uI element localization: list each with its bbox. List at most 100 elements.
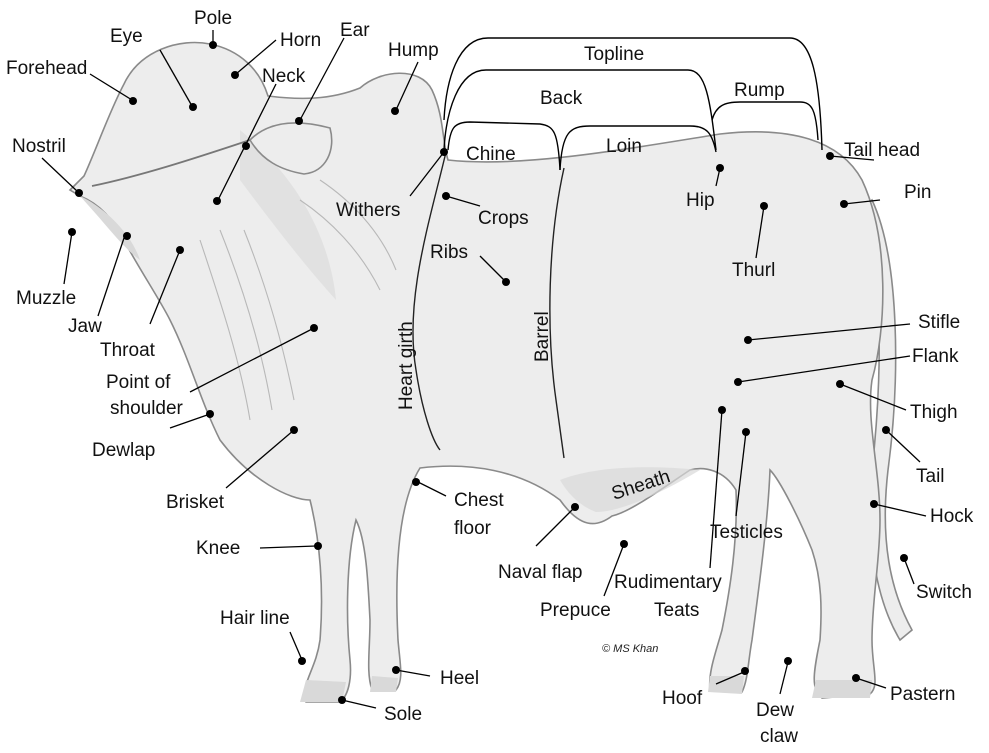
label-flank: Flank [912,346,959,367]
label-chine: Chine [466,144,516,165]
label-prepuce: Prepuce [540,600,611,621]
label-pin: Pin [904,182,931,203]
dot-ear [295,117,303,125]
label-navalflap: Naval flap [498,562,583,583]
leader-switch [904,558,914,584]
label-knee: Knee [196,538,240,559]
dot-neck-2 [213,197,221,205]
dot-stifle [744,336,752,344]
dot-hump [391,107,399,115]
label-jaw: Jaw [68,316,102,337]
cattle-illustration [70,43,912,702]
dot-neck-1 [242,142,250,150]
label-pastern: Pastern [890,684,955,705]
leader-knee [260,546,316,548]
dot-throat [176,246,184,254]
leader-dewclaw [780,662,788,694]
leader-navalflap [536,508,574,546]
label-heel: Heel [440,668,479,689]
dot-hoof [741,667,749,675]
dot-horn [231,71,239,79]
dot-pin [840,200,848,208]
hoof-rear-left [708,676,744,694]
body-shape [70,43,883,702]
dot-knee [314,542,322,550]
dot-hock [870,500,878,508]
label-hump: Hump [388,40,439,61]
label-hock: Hock [930,506,974,527]
label-dew: Dew [756,700,794,721]
label-testicles: Testicles [710,522,783,543]
label-stifle: Stifle [918,312,960,333]
label-chest: Chest [454,490,504,511]
dot-dewlap [206,410,214,418]
dot-navalflap [571,503,579,511]
label-sole: Sole [384,704,422,725]
leader-sole [342,700,376,708]
label-thurl: Thurl [732,260,775,281]
label-floor: floor [454,518,492,539]
label-ear: Ear [340,20,370,41]
dot-prepuce [620,540,628,548]
label-hairline: Hair line [220,608,290,629]
dot-flank [734,378,742,386]
dot-thigh [836,380,844,388]
dot-tail [882,426,890,434]
label-tailhead: Tail head [844,140,920,161]
label-topline: Topline [584,44,644,65]
dot-eye [189,103,197,111]
label-ribs: Ribs [430,242,468,263]
dot-sole [338,696,346,704]
label-brisket: Brisket [166,492,225,513]
label-heartgirth: Heart girth [396,321,417,410]
label-pointof: Point of [106,372,171,393]
label-thigh: Thigh [910,402,958,423]
label-crops: Crops [478,208,529,229]
label-barrel: Barrel [532,311,553,362]
dot-forehead [129,97,137,105]
label-switch: Switch [916,582,972,603]
dot-tailhead [826,152,834,160]
leader-chest [418,482,446,496]
dot-rudimentary [718,406,726,414]
label-tail: Tail [916,466,945,487]
dot-shoulder [310,324,318,332]
dot-muzzle [68,228,76,236]
label-rump: Rump [734,80,785,101]
label-pole: Pole [194,8,232,29]
label-nostril: Nostril [12,136,66,157]
dot-withers [440,148,448,156]
label-claw: claw [760,726,798,747]
label-throat: Throat [100,340,156,361]
label-hoof: Hoof [662,688,703,709]
dot-crops [442,192,450,200]
label-withers: Withers [336,200,400,221]
leader-nostril [42,158,78,192]
label-neck: Neck [262,66,306,87]
label-horn: Horn [280,30,321,51]
label-rudimentary: Rudimentary [614,572,722,593]
label-shoulder: shoulder [110,398,184,419]
label-back: Back [540,88,583,109]
dot-thurl [760,202,768,210]
label-forehead: Forehead [6,58,87,79]
leader-jaw [98,238,124,316]
leader-hairline [290,632,302,660]
leader-muzzle [64,232,72,284]
label-muzzle: Muzzle [16,288,76,309]
dot-chest [412,478,420,486]
hoof-rear-right [812,680,872,698]
dot-pastern [852,674,860,682]
label-teats: Teats [654,600,699,621]
dot-hip [716,164,724,172]
dot-pole [209,41,217,49]
dot-nostril [75,189,83,197]
label-dewlap: Dewlap [92,440,155,461]
hoof-front-right [370,676,398,692]
label-loin: Loin [606,136,642,157]
dot-switch [900,554,908,562]
back-brace [444,70,716,150]
label-eye: Eye [110,26,143,47]
